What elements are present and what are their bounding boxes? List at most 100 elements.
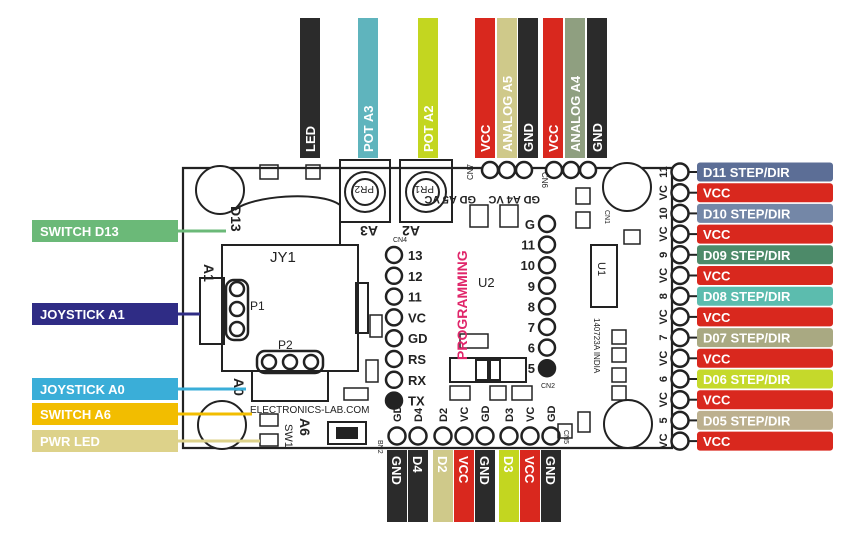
right-label-vcc-7: VCC xyxy=(689,307,833,327)
mounting-holes xyxy=(195,162,653,450)
cn4-pin-name: RX xyxy=(408,373,426,388)
right-label-vcc-3: VCC xyxy=(689,224,833,244)
label-tab xyxy=(697,286,833,306)
mounting-hole xyxy=(603,399,653,449)
label-cn1: CN1 xyxy=(603,210,610,224)
cn4-pin-name: TX xyxy=(408,394,425,409)
header-pin xyxy=(670,431,690,451)
label-tab xyxy=(697,224,833,244)
bottom-label-gnd-4: GND xyxy=(475,450,495,522)
label-d13: D13 xyxy=(228,206,244,232)
header-pin xyxy=(408,426,428,446)
cn6-pin-names: GD A4 VC xyxy=(488,193,540,205)
right-pin-name: VC xyxy=(658,351,670,366)
header-pin xyxy=(384,287,404,306)
label-tab xyxy=(697,348,833,368)
header-pin xyxy=(387,426,407,446)
label-bn2: BN2 xyxy=(376,440,383,454)
header-pin xyxy=(537,297,557,316)
label-cn6: CN6 xyxy=(540,172,549,189)
label-p2: P2 xyxy=(278,338,293,352)
right-pin-name: 6 xyxy=(658,376,670,382)
bottom-label-d2-2: D2 xyxy=(433,450,453,522)
top-label-gnd-8: GND xyxy=(587,18,607,158)
header-pin xyxy=(384,328,404,348)
label-u2: U2 xyxy=(478,275,495,290)
left-label-text: JOYSTICK A0 xyxy=(40,382,125,397)
left-label-switch-a6: SWITCH A6 xyxy=(32,403,252,425)
cn1-pin-name: 6 xyxy=(528,341,535,356)
header-pin xyxy=(454,426,474,446)
right-label-text: D08 STEP/DIR xyxy=(703,289,791,304)
header-pin xyxy=(537,276,557,296)
right-label-vcc-5: VCC xyxy=(689,266,833,285)
label-tab xyxy=(32,220,178,242)
potentiometer-pr1 xyxy=(399,159,453,223)
right-pin-name: VC xyxy=(658,268,670,283)
bottom-label-gnd-0: GND xyxy=(387,450,407,522)
bottom-label-text: GND xyxy=(389,456,404,485)
right-label-text: D05 STEP/DIR xyxy=(703,413,791,428)
bottom-label-text: VCC xyxy=(456,456,471,484)
right-label-text: D11 STEP/DIR xyxy=(703,165,790,180)
right-pin-name: 5 xyxy=(658,417,670,423)
label-programming: PROGRAMMING xyxy=(454,250,470,360)
top-label-pot-a2-2: POT A2 xyxy=(418,18,438,158)
bottom-pin-name: D3 xyxy=(504,408,516,422)
bottom-pin-name: D2 xyxy=(438,408,450,422)
header-pin xyxy=(670,162,690,182)
header-pin xyxy=(670,286,690,306)
right-label-d05-step-dir-12: D05 STEP/DIR xyxy=(689,410,833,430)
header-pin xyxy=(537,235,557,254)
cn1-pin-name: 8 xyxy=(528,299,535,314)
cn1-pin-name: 10 xyxy=(521,258,535,273)
right-label-vcc-9: VCC xyxy=(689,348,833,368)
bottom-label-vcc-3: VCC xyxy=(454,450,474,522)
right-label-text: VCC xyxy=(703,227,731,242)
left-label-text: SWITCH A6 xyxy=(40,407,111,422)
right-label-text: D10 STEP/DIR xyxy=(703,206,791,221)
cn1-pin-name: 7 xyxy=(528,320,535,335)
right-label-d08-step-dir-6: D08 STEP/DIR xyxy=(689,286,833,306)
bottom-pin-name: GD xyxy=(546,405,558,422)
header-pin xyxy=(670,369,690,389)
cn1-pin-name: 9 xyxy=(528,279,535,294)
label-cn4: CN4 xyxy=(393,237,407,244)
cn4-pin-name: 13 xyxy=(408,248,422,263)
header-pin xyxy=(537,358,557,378)
header-pin xyxy=(475,426,495,446)
bottom-pin-name: VC xyxy=(459,407,471,422)
label-tab xyxy=(697,410,833,430)
programming-switch xyxy=(449,357,527,383)
label-tab xyxy=(565,18,585,158)
top-label-pot-a3-1: POT A3 xyxy=(358,18,378,158)
label-a1: A1 xyxy=(201,264,217,282)
right-pin-name: 9 xyxy=(658,252,670,258)
label-tab xyxy=(475,450,495,522)
right-label-text: VCC xyxy=(703,269,731,284)
label-tab xyxy=(541,450,561,522)
header-cn6 xyxy=(544,160,598,180)
cn1-pin-name: G xyxy=(525,217,535,232)
right-label-text: D06 STEP/DIR xyxy=(703,372,791,387)
label-pr1: PR1 xyxy=(414,183,434,194)
right-pin-name: 7 xyxy=(658,335,670,341)
bottom-label-text: D4 xyxy=(410,456,425,473)
top-label-text: POT A2 xyxy=(421,106,436,152)
label-tab xyxy=(697,245,833,265)
label-cn2: CN2 xyxy=(541,383,555,390)
right-label-d11-step-dir-0: D11 STEP/DIR xyxy=(689,162,833,182)
potentiometer-pr2 xyxy=(339,159,391,223)
left-label-switch-d13: SWITCH D13 xyxy=(32,220,226,242)
label-pr2: PR2 xyxy=(354,183,374,194)
bottom-pin-name: D4 xyxy=(413,407,425,422)
silkscreen-text: JY1 U2 P1 P2 A1 A0 D13 A2 A3 A6 SW1 PR2 … xyxy=(201,163,610,453)
header-pin xyxy=(670,307,690,327)
label-u1: U1 xyxy=(595,262,607,276)
brand-text: ELECTRONICS-LAB.COM xyxy=(250,405,369,416)
label-cn5: CN5 xyxy=(562,430,569,444)
header-pin xyxy=(384,245,404,265)
label-tab xyxy=(697,431,833,451)
